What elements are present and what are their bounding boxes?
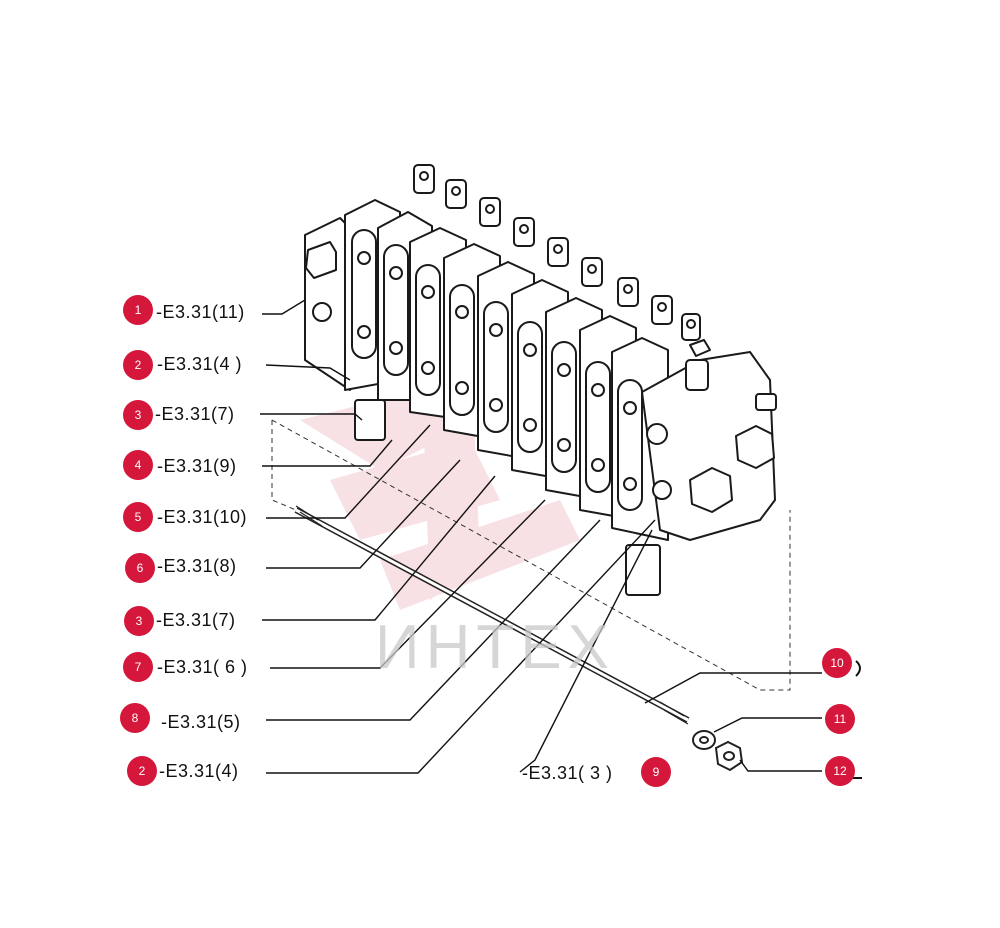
tie-rod xyxy=(294,505,690,725)
callout-badge-6: 6 xyxy=(125,553,155,583)
callout-label-6: -E3.31(8) xyxy=(157,556,237,576)
watermark-text: ИНТЕХ xyxy=(375,613,615,682)
leader-lines xyxy=(260,299,822,774)
callout-badge-11: 11 xyxy=(825,704,855,734)
callout-badge-2: 2 xyxy=(123,350,153,380)
washer xyxy=(692,730,716,750)
spool-eyelets xyxy=(413,164,701,341)
callout-label-5: -E3.31(10) xyxy=(157,507,248,527)
callout-badge-4: 4 xyxy=(123,450,153,480)
hex-nut xyxy=(714,740,744,772)
callout-label-2: -E3.31(4 ) xyxy=(157,354,243,374)
callout-label-8: -E3.31(5) xyxy=(161,712,241,732)
callout-label-2b: -E3.31(4) xyxy=(159,761,239,781)
callout-label-9: -E3.31( 3 ) xyxy=(522,763,613,783)
assembly-guides xyxy=(271,419,791,691)
edge-marks xyxy=(852,660,862,779)
callout-label-3b: -E3.31(7) xyxy=(156,610,236,630)
callout-badge-2b: 2 xyxy=(127,756,157,786)
callout-badge-5: 5 xyxy=(123,502,153,532)
callout-label-7: -E3.31( 6 ) xyxy=(157,657,248,677)
callout-badge-3: 3 xyxy=(123,400,153,430)
callout-badge-9: 9 xyxy=(641,757,671,787)
valve-block xyxy=(304,199,777,596)
callout-badge-7: 7 xyxy=(123,652,153,682)
callout-badge-10: 10 xyxy=(822,648,852,678)
callout-label-1: -E3.31(11) xyxy=(156,302,245,322)
callout-label-4: -E3.31(9) xyxy=(157,456,237,476)
callout-badge-8: 8 xyxy=(120,703,150,733)
callout-badge-3b: 3 xyxy=(124,606,154,636)
callout-label-3: -E3.31(7) xyxy=(155,404,235,424)
callout-badge-1: 1 xyxy=(123,295,153,325)
callout-badge-12: 12 xyxy=(825,756,855,786)
